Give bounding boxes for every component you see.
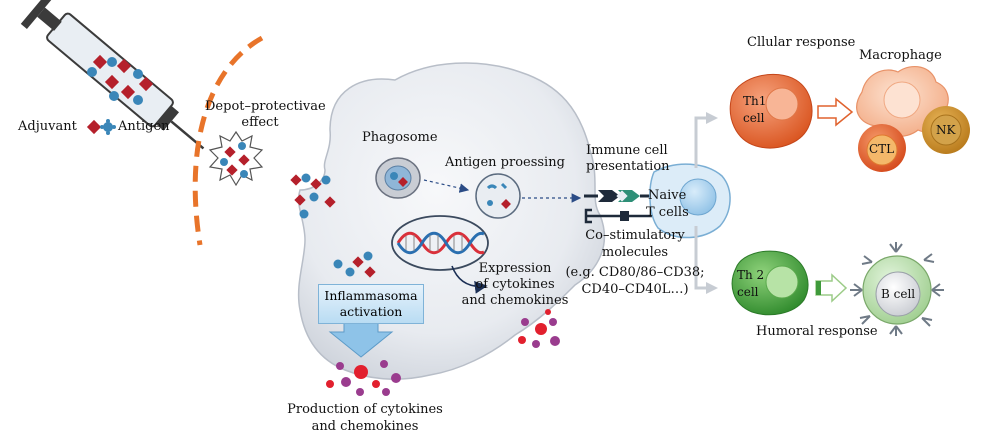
depot-label-line2: effect bbox=[241, 115, 279, 130]
phagosome-icon bbox=[375, 157, 421, 199]
branch-to-th1-line bbox=[694, 116, 708, 168]
th1-cell-icon bbox=[729, 73, 813, 149]
expression-line3: and chemokines bbox=[461, 293, 569, 308]
phagosome-label: Phagosome bbox=[362, 130, 438, 145]
production-line2: and chemokines bbox=[311, 419, 419, 434]
syringe-icon bbox=[20, 0, 205, 150]
naive-t-cells-line2: T cells bbox=[646, 205, 689, 220]
costim-line4: CD40–CD40L…) bbox=[581, 282, 689, 297]
ctl-cell-icon bbox=[858, 124, 906, 172]
th2-to-bcell-arrow bbox=[815, 273, 848, 303]
th1-label-line1: Th1 bbox=[743, 94, 767, 108]
b-cell-icon bbox=[850, 242, 944, 336]
depot-label-line1: Depot–protectivae bbox=[205, 99, 326, 114]
production-line1: Production of cytokines bbox=[287, 402, 443, 417]
th1-label-line2: cell bbox=[743, 111, 765, 125]
b-cell-label: B cell bbox=[881, 287, 916, 301]
dna-nucleus-icon bbox=[391, 215, 489, 271]
cytokine-dots-expression bbox=[518, 309, 560, 348]
legend-adjuvant-label: Adjuvant bbox=[18, 119, 77, 134]
inflammasome-line1: Inflammasoma bbox=[324, 288, 418, 303]
cytokine-dots-production bbox=[326, 360, 401, 396]
macrophage-label: Macrophage bbox=[859, 48, 942, 63]
adjuvant-diamond-icon bbox=[86, 119, 102, 135]
immune-cell-presentation-line1: Immune cell bbox=[586, 143, 668, 158]
expression-line1: Expression bbox=[478, 261, 552, 276]
costim-line2: molecules bbox=[601, 245, 669, 260]
immune-cell-presentation-line2: presentation bbox=[586, 159, 670, 174]
humoral-response-label: Humoral response bbox=[756, 324, 878, 339]
costim-line3: (e.g. CD80/86–CD38; bbox=[565, 265, 705, 280]
legend-antigen-label: Antigen bbox=[118, 119, 170, 134]
processing-vesicle-icon bbox=[475, 173, 521, 219]
dna-expression-arrow bbox=[451, 265, 488, 294]
depot-particle-icon bbox=[208, 130, 264, 187]
th1-to-macrophage-arrow bbox=[817, 97, 854, 127]
naive-t-cell-icon bbox=[649, 163, 731, 239]
inflammasome-line2: activation bbox=[339, 304, 403, 319]
th2-label-line2: cell bbox=[737, 285, 759, 299]
depot-boundary-line bbox=[192, 35, 264, 246]
antigen-star-icon bbox=[100, 119, 116, 135]
phagosome-to-processing-arrow bbox=[423, 179, 470, 193]
th2-cell-icon bbox=[731, 250, 809, 316]
branch-to-th2-line bbox=[694, 226, 708, 290]
nk-cell-icon bbox=[922, 106, 970, 154]
inflammasome-activation-box: Inflammasoma activation bbox=[318, 284, 424, 324]
naive-t-cells-line1: Naive bbox=[648, 188, 687, 203]
antigen-processing-label: Antigen proessing bbox=[445, 155, 565, 170]
expression-line2: of cytokines bbox=[475, 277, 555, 292]
ctl-label: CTL bbox=[869, 142, 895, 156]
costim-line1: Co–stimulatory bbox=[585, 228, 685, 243]
th2-label-line1: Th 2 bbox=[737, 268, 765, 282]
nk-label: NK bbox=[936, 123, 956, 137]
costimulatory-pair-icon bbox=[584, 208, 652, 224]
cellular-response-label: Cllular response bbox=[747, 35, 856, 50]
